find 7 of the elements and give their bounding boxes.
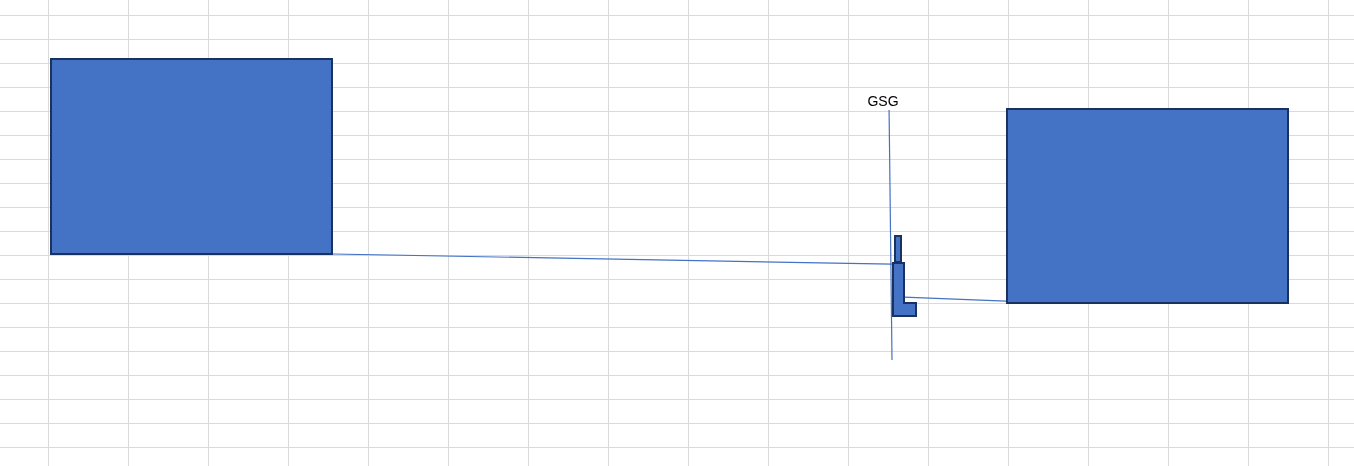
connector-line xyxy=(332,253,893,265)
leader-line xyxy=(888,109,893,361)
rectangle-block xyxy=(50,58,333,255)
small-bar xyxy=(894,235,902,263)
text-label: GSG xyxy=(864,91,902,110)
rectangle-block xyxy=(1006,108,1289,304)
l-shaped-block xyxy=(892,262,917,317)
